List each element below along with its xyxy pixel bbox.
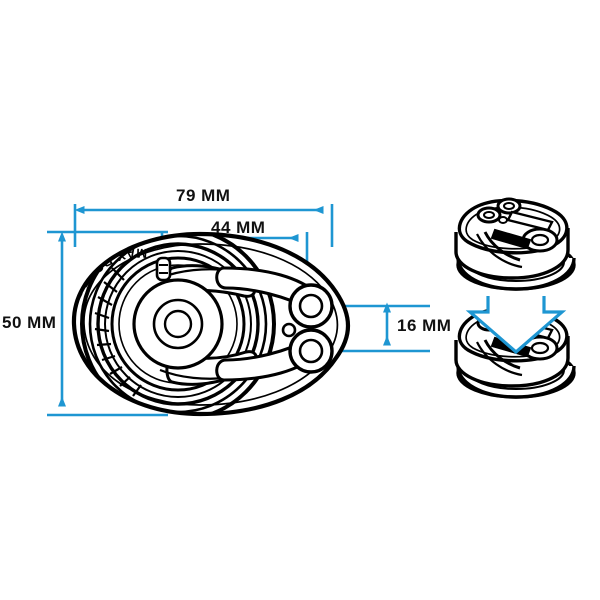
dimension-label-sheave-to-hole: 44 MM <box>211 218 266 237</box>
block-cheek-inner-outline <box>83 243 339 406</box>
dimension-label-overall-width: 50 MM <box>2 313 57 332</box>
dimension-label-hole-spacing: 16 MM <box>397 316 452 335</box>
iso-upper-rib <box>490 228 532 250</box>
iso-upper-boss-b-hole <box>503 202 515 210</box>
sheave-groove-ring <box>110 256 246 392</box>
sheave-outer-ring-4 <box>104 250 252 398</box>
iso-lower-strap-arm <box>483 339 521 370</box>
mounting-hole-lower-inner <box>298 338 324 364</box>
iso-upper-boss-a-hole <box>483 211 495 219</box>
sheave-axle-hole <box>163 309 193 339</box>
bearing-race-hatching <box>94 267 142 397</box>
iso-upper-axle-hole <box>530 233 550 247</box>
sheave-outer-ring-1 <box>80 234 276 414</box>
top-fastener-detail <box>155 256 172 282</box>
plan-view-block: MAX ROPE DIAMETER LEWMAR <box>71 231 350 417</box>
sheave-outer-ring-3 <box>96 242 260 406</box>
iso-upper-strap-arm-2 <box>476 233 523 269</box>
sheave-outer-ring-2 <box>88 234 268 414</box>
isometric-view-upper <box>454 197 576 291</box>
dimension-label-overall-length: 79 MM <box>176 186 231 205</box>
iso-lower-axle-hole <box>530 341 550 355</box>
iso-upper-strap-arm <box>483 231 521 262</box>
assembly-direction-arrow <box>465 296 567 355</box>
iso-lower-strap-arm-2 <box>476 341 523 377</box>
mounting-hole-upper-inner <box>298 293 324 319</box>
iso-upper-slot <box>506 210 554 232</box>
small-pin-hole <box>281 322 297 338</box>
iso-upper-pin-hole <box>498 216 508 224</box>
